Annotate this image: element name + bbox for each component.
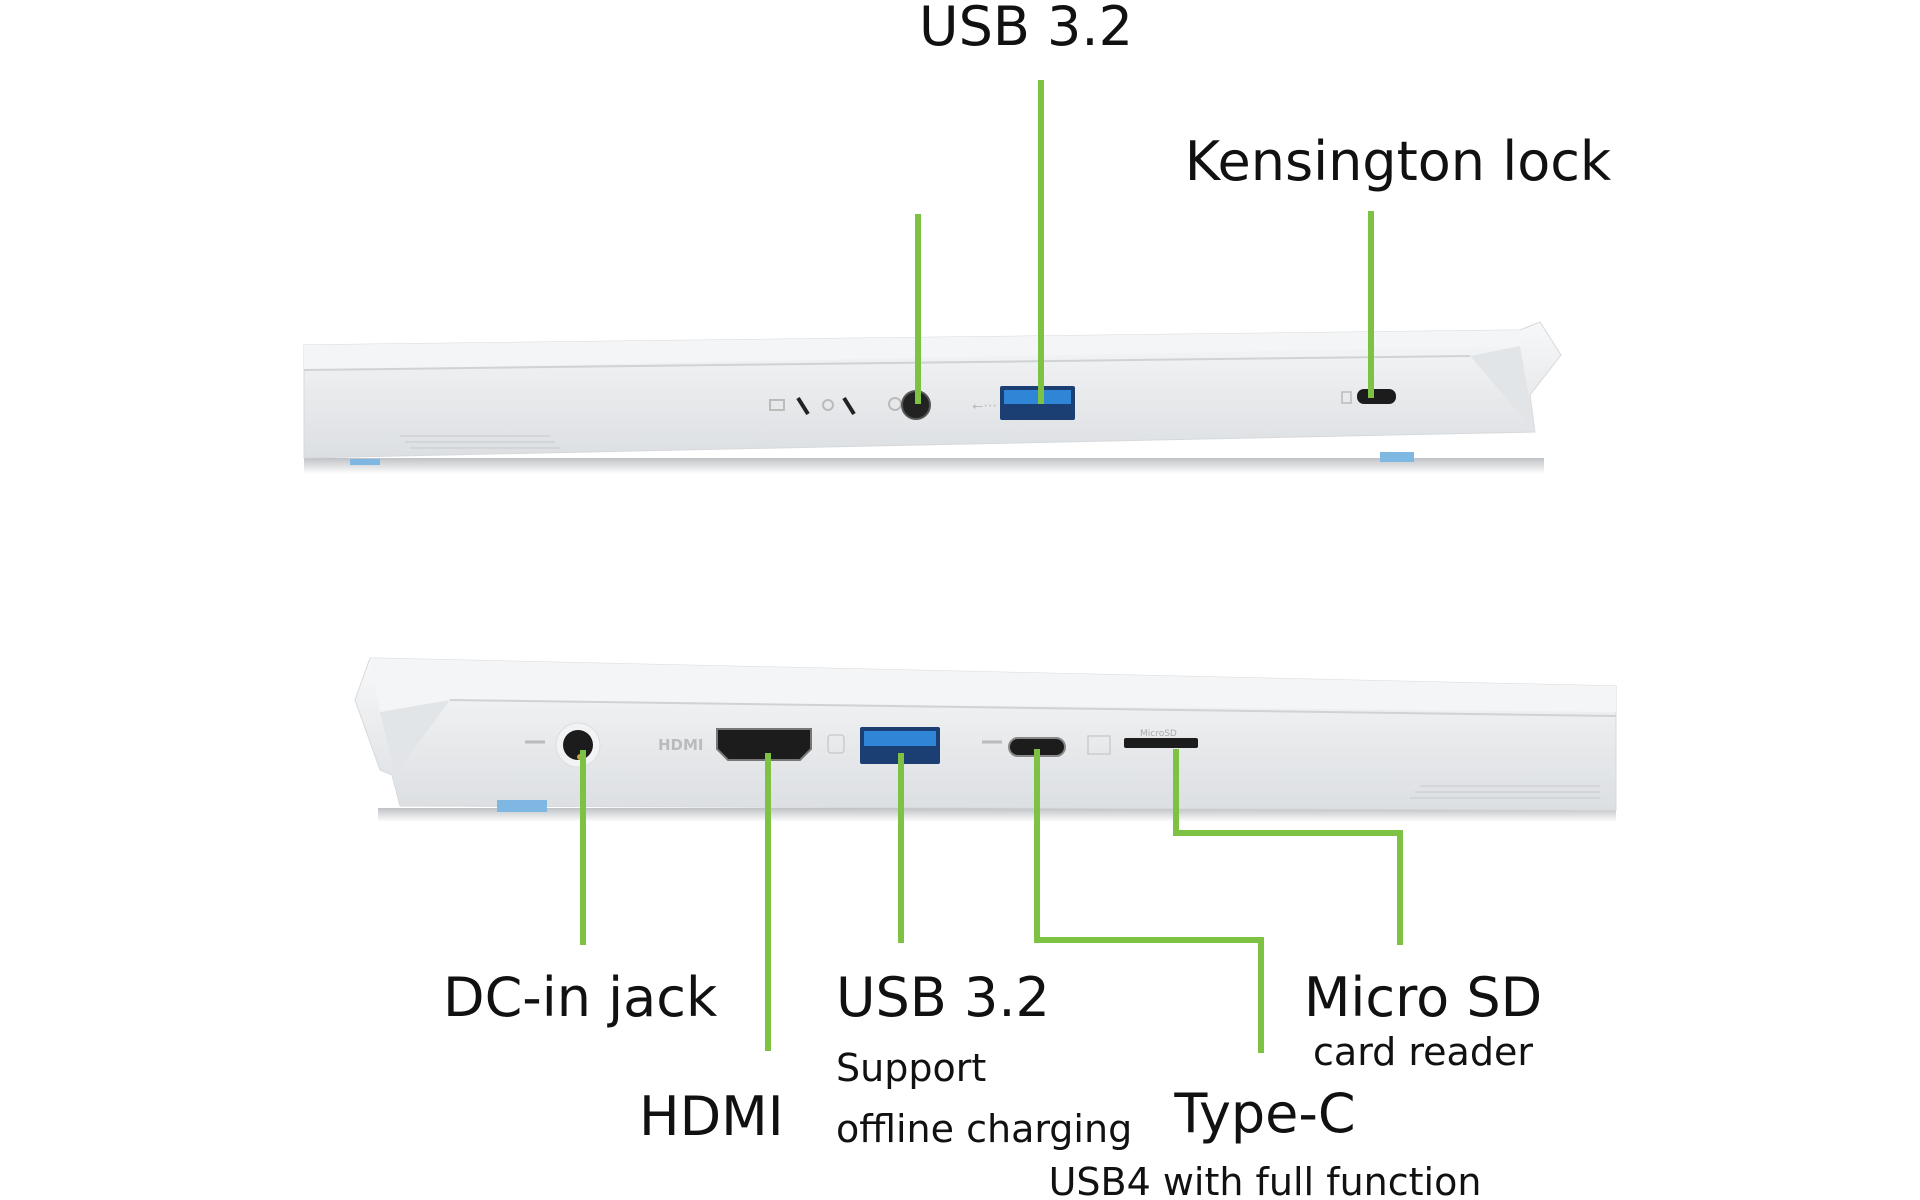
led-indicators — [769, 396, 856, 416]
foot-left — [497, 800, 547, 812]
usb-charge-icon — [827, 734, 845, 754]
laptop-right-side: ⭠⋯ — [303, 321, 1562, 474]
label-dc-in-jack: DC-in jack — [443, 966, 718, 1029]
laptop-left-side: HDMI MicroSD — [354, 657, 1617, 822]
vent-grille — [400, 435, 560, 449]
battery-icon — [769, 399, 785, 411]
label-micro-sd: Micro SD — [1304, 966, 1542, 1029]
label-usb-offline-charging: offline charging — [836, 1107, 1132, 1151]
foot-left — [350, 459, 380, 465]
hdmi-marking: HDMI — [658, 736, 704, 754]
usb-symbol-icon: ⭠⋯ — [972, 398, 997, 414]
label-hdmi: HDMI — [639, 1085, 784, 1148]
kensington-slot — [1357, 389, 1396, 404]
label-usb-bottom: USB 3.2 — [836, 966, 1050, 1029]
callout-line-microsd — [1173, 749, 1403, 945]
laptop-shadow — [378, 808, 1616, 822]
foot-right — [1380, 452, 1414, 462]
laptop-lid — [370, 658, 1616, 712]
hdmi-port — [716, 728, 812, 761]
label-usb4-full-function: USB4 with full function — [1049, 1160, 1482, 1200]
microsd-slot — [1124, 738, 1198, 748]
label-card-reader: card reader — [1313, 1030, 1533, 1074]
callout-line-typec — [1034, 749, 1264, 1053]
label-kensington-lock: Kensington lock — [1185, 130, 1612, 193]
label-usb-top: USB 3.2 — [919, 0, 1133, 58]
lock-icon — [1341, 391, 1352, 404]
laptop-shadow — [304, 458, 1544, 474]
label-type-c: Type-C — [1173, 1082, 1355, 1145]
displayport-icon — [1087, 735, 1111, 755]
laptop-lid — [304, 330, 1520, 370]
label-usb-support: Support — [836, 1046, 986, 1090]
headset-icon — [888, 397, 902, 411]
power-light-icon — [822, 399, 834, 411]
microsd-marking: MicroSD — [1140, 729, 1177, 739]
vent-grille — [1410, 785, 1600, 799]
